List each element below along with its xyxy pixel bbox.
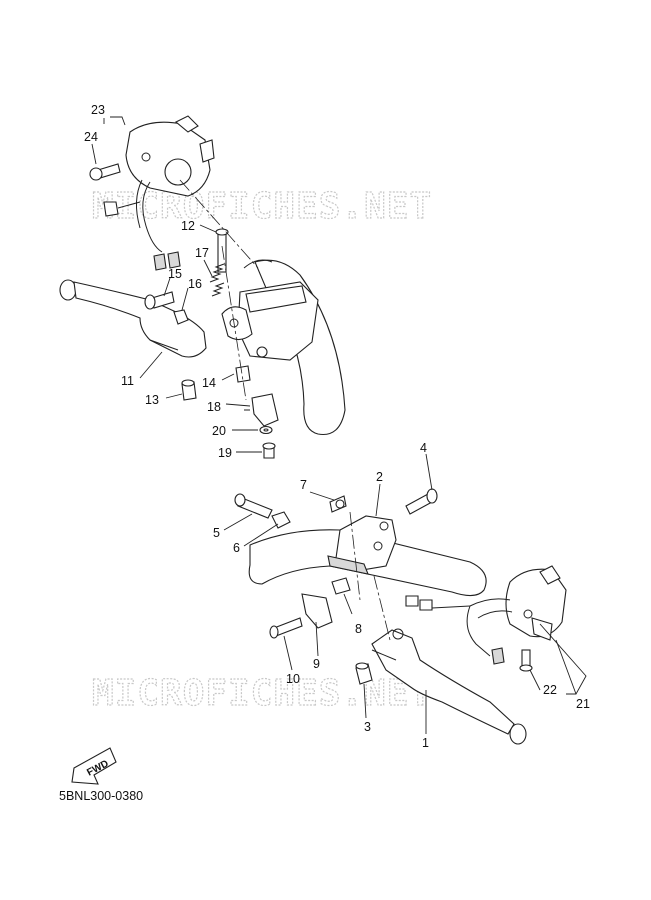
callout-3: 3 <box>364 720 371 734</box>
callout-8: 8 <box>355 622 362 636</box>
callout-13: 13 <box>145 393 159 407</box>
callout-6: 6 <box>233 541 240 555</box>
collar-13 <box>181 379 197 401</box>
callout-16: 16 <box>188 277 202 291</box>
switch-9 <box>301 593 333 629</box>
callout-20: 20 <box>212 424 226 438</box>
callout-22: 22 <box>543 683 557 697</box>
callout-18: 18 <box>207 400 221 414</box>
callout-21: 21 <box>576 697 590 711</box>
diagram-code: 5BNL300-0380 <box>59 789 143 803</box>
callout-4: 4 <box>420 441 427 455</box>
callout-7: 7 <box>300 478 307 492</box>
master-cylinder <box>221 281 319 361</box>
callout-15: 15 <box>168 267 182 281</box>
callout-9: 9 <box>313 657 320 671</box>
leader-lines <box>91 116 587 734</box>
callout-24: 24 <box>84 130 98 144</box>
screw-10 <box>269 617 303 639</box>
right-handlebar-switch <box>405 565 567 665</box>
spring-17 <box>209 263 225 297</box>
callout-10: 10 <box>286 672 300 686</box>
callouts: 23 24 12 17 15 16 11 14 13 18 20 19 4 2 … <box>84 103 590 750</box>
lever-holder-2 <box>327 515 397 575</box>
nut-6 <box>271 511 291 529</box>
screw-24 <box>89 163 121 181</box>
fwd-arrow-icon: FWD <box>71 747 117 785</box>
screw-19 <box>262 442 276 459</box>
centerline-upper-2 <box>221 245 247 401</box>
callout-12: 12 <box>181 219 195 233</box>
callout-17: 17 <box>195 246 209 260</box>
nut-8 <box>331 577 351 595</box>
cap-14 <box>235 365 251 383</box>
washer-20 <box>259 425 273 435</box>
bolt-12 <box>215 228 229 273</box>
callout-5: 5 <box>213 526 220 540</box>
watermark-bottom: MICROFICHES.NET <box>92 673 432 714</box>
switch-18 <box>244 393 279 427</box>
callout-14: 14 <box>202 376 216 390</box>
centerline-upper-1 <box>179 179 259 269</box>
left-handlebar-switch <box>103 115 215 271</box>
screw-7 <box>329 495 347 513</box>
bolt-15 <box>144 291 175 310</box>
callout-11: 11 <box>121 374 134 388</box>
callout-1: 1 <box>422 736 429 750</box>
nut-16 <box>173 309 189 325</box>
brake-lever-11 <box>59 279 207 358</box>
callout-2: 2 <box>376 470 383 484</box>
centerline-lower-2 <box>373 575 391 641</box>
centerline-lower-1 <box>349 511 361 601</box>
callout-19: 19 <box>218 446 232 460</box>
collar-3 <box>355 662 373 685</box>
screw-22 <box>519 649 533 672</box>
bolt-5 <box>234 493 273 519</box>
watermark-top: MICROFICHES.NET <box>92 186 432 227</box>
callout-23: 23 <box>91 103 105 117</box>
bolt-4 <box>405 488 438 515</box>
clutch-lever-1 <box>371 628 527 745</box>
